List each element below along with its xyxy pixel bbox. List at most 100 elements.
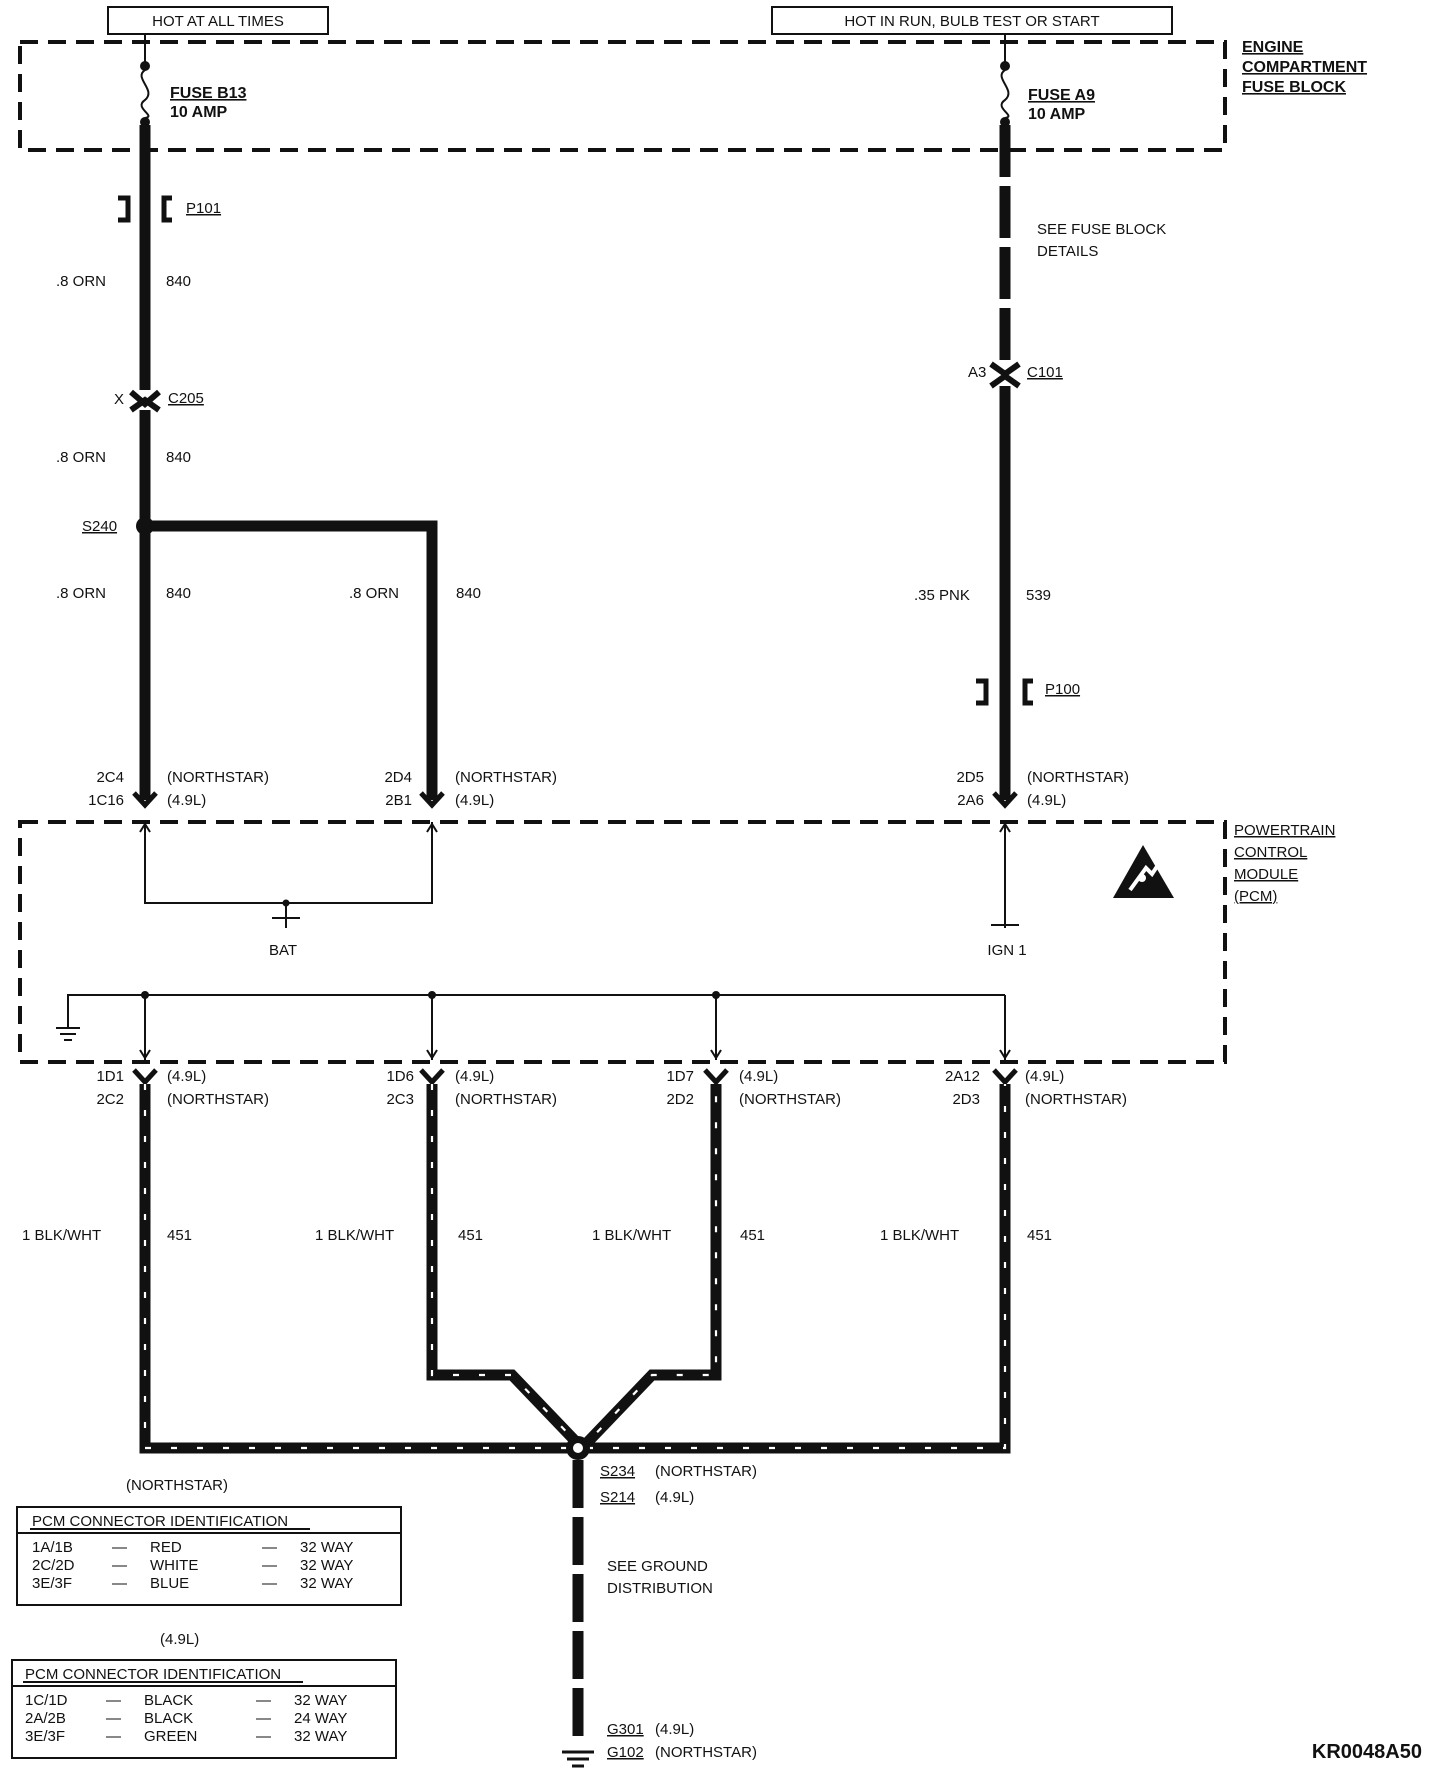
ground-pin-1a: 1D1 — [96, 1068, 124, 1085]
svg-text:—: — — [256, 1728, 271, 1745]
g301-label: G301 — [607, 1721, 644, 1738]
c101-connector-bottom — [989, 372, 1021, 389]
wire-451-color-1: 1 BLK/WHT — [22, 1227, 101, 1244]
pcm-pin-1-variant-b: (4.9L) — [167, 792, 206, 809]
svg-text:—: — — [256, 1692, 271, 1709]
c205-label: C205 — [168, 390, 204, 407]
bat-label: BAT — [269, 942, 297, 959]
table-1-outline — [16, 1506, 402, 1606]
svg-text:32 WAY: 32 WAY — [300, 1557, 353, 1574]
pcm-input-arrow-3 — [999, 822, 1011, 833]
wire-840-color-3: .8 ORN — [56, 585, 106, 602]
ground-pin-1-variant-a: (4.9L) — [167, 1068, 206, 1085]
fuse-block-title-2: COMPARTMENT — [1242, 59, 1367, 76]
pcm-pin-2a: 2D4 — [384, 769, 412, 786]
wire-840-number-2: 840 — [166, 449, 191, 466]
p101-label: P101 — [186, 200, 221, 217]
svg-text:24 WAY: 24 WAY — [294, 1710, 347, 1727]
ground-arrow-2 — [426, 1049, 438, 1060]
pcm-pin-1b: 1C16 — [88, 792, 124, 809]
table-2-outline — [11, 1659, 397, 1759]
svg-text:32 WAY: 32 WAY — [294, 1692, 347, 1709]
pcm-internal-ground-icon — [56, 1018, 80, 1041]
wire-451-color-4: 1 BLK/WHT — [880, 1227, 959, 1244]
svg-text:—: — — [106, 1728, 121, 1745]
table-1-caption: (NORTHSTAR) — [126, 1477, 228, 1494]
p101-connector-right — [161, 195, 172, 223]
wire-539-color: .35 PNK — [914, 587, 970, 604]
svg-text:—: — — [262, 1575, 277, 1592]
pcm-input-terminal-2 — [419, 791, 445, 809]
pcm-ground-terminal-4 — [992, 1068, 1018, 1086]
svg-text:—: — — [112, 1539, 127, 1556]
s240-label: S240 — [82, 518, 117, 535]
svg-text:BLACK: BLACK — [144, 1710, 193, 1727]
pcm-pin-3b: 2A6 — [957, 792, 984, 809]
ground-pin-2-variant-a: (4.9L) — [455, 1068, 494, 1085]
pcm-ground-terminal-2 — [419, 1068, 445, 1086]
table-2-row-3: 3E/3F — GREEN — 32 WAY — [25, 1728, 347, 1745]
wire-451-color-2: 1 BLK/WHT — [315, 1227, 394, 1244]
ground-pin-1-variant-b: (NORTHSTAR) — [167, 1091, 269, 1108]
ground-pin-3a: 1D7 — [666, 1068, 694, 1085]
p100-label: P100 — [1045, 681, 1080, 698]
wire-840-branch-number: 840 — [456, 585, 481, 602]
hot-in-run-box — [771, 6, 1173, 35]
svg-text:32 WAY: 32 WAY — [300, 1575, 353, 1592]
c205-connector-bottom — [129, 396, 161, 413]
ign-label: IGN 1 — [987, 942, 1026, 959]
ground-pin-2-variant-b: (NORTHSTAR) — [455, 1091, 557, 1108]
pcm-ground-terminal-1 — [132, 1068, 158, 1086]
svg-text:32 WAY: 32 WAY — [294, 1728, 347, 1745]
pcm-ground-bus — [67, 994, 1005, 1018]
esd-warning-icon — [1113, 845, 1174, 898]
fuse-a9-rating: 10 AMP — [1028, 106, 1086, 123]
pcm-pin-2b: 2B1 — [385, 792, 412, 809]
hot-in-run-label: HOT IN RUN, BULB TEST OR START — [844, 13, 1099, 30]
svg-text:—: — — [262, 1539, 277, 1556]
pcm-input-terminal-3 — [992, 791, 1018, 809]
ground-pin-4a: 2A12 — [945, 1068, 980, 1085]
ground-distribution-note-2: DISTRIBUTION — [607, 1580, 713, 1597]
ground-pin-4-variant-b: (NORTHSTAR) — [1025, 1091, 1127, 1108]
table-1-row-1: 1A/1B — RED — 32 WAY — [32, 1539, 353, 1556]
svg-text:3E/3F: 3E/3F — [32, 1575, 72, 1592]
svg-text:1A/1B: 1A/1B — [32, 1539, 73, 1556]
hot-at-all-times-label: HOT AT ALL TIMES — [152, 13, 284, 30]
svg-text:3E/3F: 3E/3F — [25, 1728, 65, 1745]
wire-451-number-2: 451 — [458, 1227, 483, 1244]
chassis-ground-icon — [562, 1750, 594, 1768]
ground-distribution-note-1: SEE GROUND — [607, 1558, 708, 1575]
ground-pin-3b: 2D2 — [666, 1091, 694, 1108]
ground-pin-4b: 2D3 — [952, 1091, 980, 1108]
svg-text:32 WAY: 32 WAY — [300, 1539, 353, 1556]
s234-label: S234 — [600, 1463, 635, 1480]
ground-arrow-4 — [999, 1049, 1011, 1060]
ground-arrow-1 — [139, 1049, 151, 1060]
wire-451-color-3: 1 BLK/WHT — [592, 1227, 671, 1244]
pcm-title-3: MODULE — [1234, 866, 1298, 883]
wire-840-number-3: 840 — [166, 585, 191, 602]
fuse-a9-terminal-bottom — [1000, 117, 1010, 127]
wire-451-number-3: 451 — [740, 1227, 765, 1244]
pcm-pin-2-variant-a: (NORTHSTAR) — [455, 769, 557, 786]
svg-text:—: — — [106, 1710, 121, 1727]
svg-text:—: — — [262, 1557, 277, 1574]
fuse-a9-label: FUSE A9 — [1028, 87, 1095, 104]
table-2-row-1: 1C/1D — BLACK — 32 WAY — [25, 1692, 347, 1709]
table-2-caption: (4.9L) — [160, 1631, 199, 1648]
svg-text:BLACK: BLACK — [144, 1692, 193, 1709]
hot-at-all-times-box — [107, 6, 329, 35]
svg-text:—: — — [106, 1692, 121, 1709]
wire-840-number-1: 840 — [166, 273, 191, 290]
svg-text:GREEN: GREEN — [144, 1728, 197, 1745]
pcm-title-1: POWERTRAIN — [1234, 822, 1335, 839]
fuse-block-title-3: FUSE BLOCK — [1242, 79, 1346, 96]
table-1-title: PCM CONNECTOR IDENTIFICATION — [32, 1513, 288, 1530]
ground-pin-3-variant-b: (NORTHSTAR) — [739, 1091, 841, 1108]
svg-text:—: — — [256, 1710, 271, 1727]
fuse-a9-terminal-top — [1000, 61, 1010, 71]
pcm-input-terminal-1 — [132, 791, 158, 809]
c205-pin: X — [114, 391, 124, 408]
